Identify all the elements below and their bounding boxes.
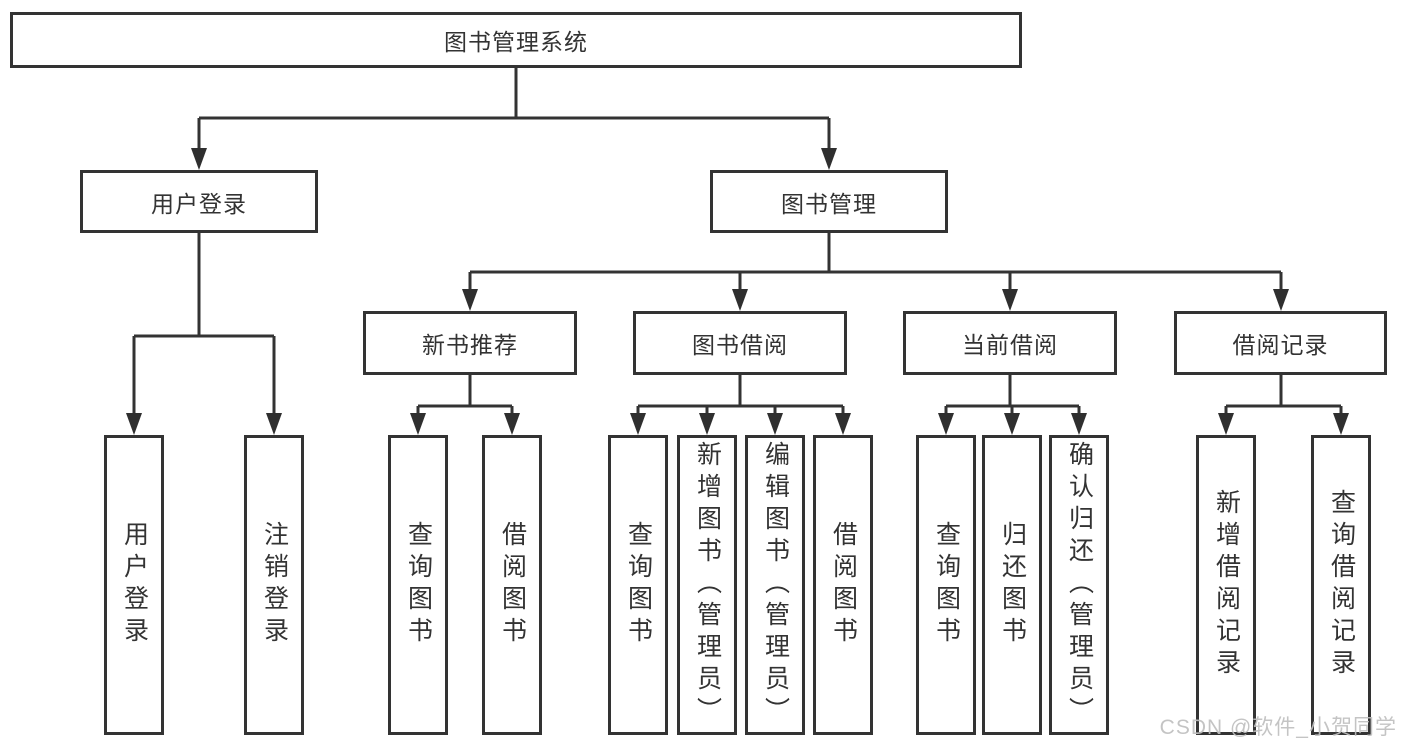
leaf-logout: 注销登录 xyxy=(244,435,304,735)
node-label: 查询图书 xyxy=(404,521,433,649)
node-label: 归还图书 xyxy=(998,521,1027,649)
node-book-management: 图书管理 xyxy=(710,170,948,233)
node-label: 查询图书 xyxy=(932,521,961,649)
leaf-query-books-borrowing: 查询图书 xyxy=(608,435,668,735)
leaf-query-books-current: 查询图书 xyxy=(916,435,976,735)
leaf-borrow-books-borrowing: 借阅图书 xyxy=(813,435,873,735)
node-label: 图书管理系统 xyxy=(444,29,588,55)
leaf-query-borrow-record: 查询借阅记录 xyxy=(1311,435,1371,735)
leaf-edit-book-admin: 编辑图书（管理员） xyxy=(745,435,805,735)
node-label: 借阅图书 xyxy=(498,521,527,649)
csdn-watermark: CSDN @软件_小贺同学 xyxy=(1159,716,1397,739)
node-root-library-system: 图书管理系统 xyxy=(10,12,1022,68)
node-borrowing-records: 借阅记录 xyxy=(1174,311,1387,375)
leaf-add-book-admin: 新增图书（管理员） xyxy=(677,435,737,735)
node-label: 图书借阅 xyxy=(692,332,788,358)
node-label: 查询图书 xyxy=(624,521,653,649)
node-current-borrowing: 当前借阅 xyxy=(903,311,1117,375)
node-label: 新增图书（管理员） xyxy=(693,441,722,729)
node-label: 当前借阅 xyxy=(962,332,1058,358)
node-user-login: 用户登录 xyxy=(80,170,318,233)
node-label: 新增借阅记录 xyxy=(1212,489,1241,681)
leaf-query-books-recommend: 查询图书 xyxy=(388,435,448,735)
node-label: 借阅记录 xyxy=(1232,332,1329,358)
node-label: 查询借阅记录 xyxy=(1327,489,1356,681)
arrowhead-icons xyxy=(126,148,1349,435)
node-book-borrowing: 图书借阅 xyxy=(633,311,847,375)
node-label: 图书管理 xyxy=(781,190,877,217)
leaf-confirm-return-admin: 确认归还（管理员） xyxy=(1049,435,1109,735)
node-label: 用户登录 xyxy=(151,190,247,217)
node-label: 确认归还（管理员） xyxy=(1065,441,1094,729)
node-label: 用户登录 xyxy=(120,521,149,649)
node-label: 新书推荐 xyxy=(422,332,518,358)
leaf-add-borrow-record: 新增借阅记录 xyxy=(1196,435,1256,735)
node-new-book-recommend: 新书推荐 xyxy=(363,311,577,375)
leaf-borrow-books-recommend: 借阅图书 xyxy=(482,435,542,735)
node-label: 注销登录 xyxy=(260,521,289,649)
node-label: 编辑图书（管理员） xyxy=(761,441,790,729)
node-label: 借阅图书 xyxy=(829,521,858,649)
leaf-return-books: 归还图书 xyxy=(982,435,1042,735)
leaf-user-login: 用户登录 xyxy=(104,435,164,735)
